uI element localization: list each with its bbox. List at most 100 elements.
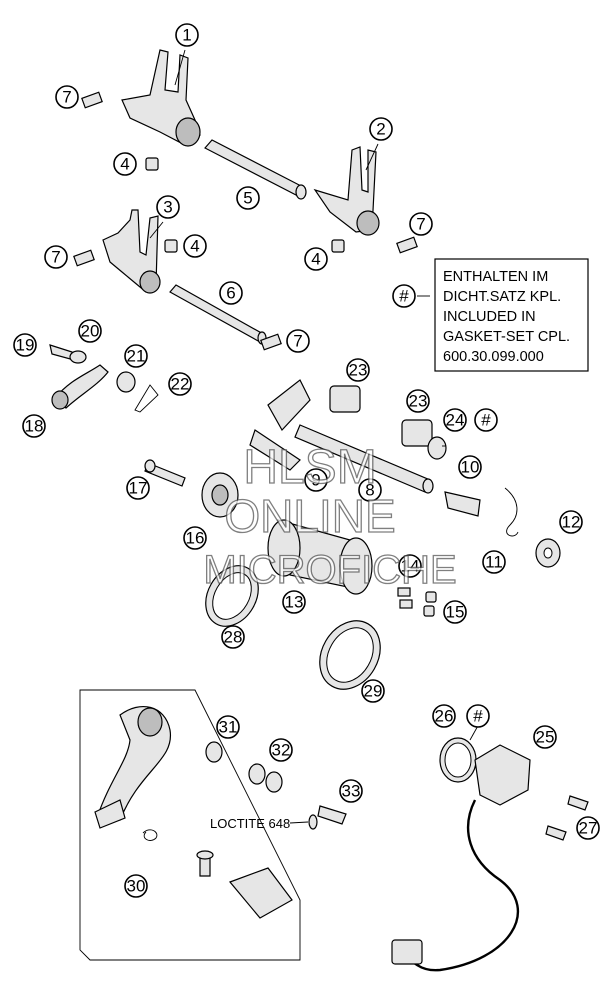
shift-lever-30-group xyxy=(79,689,301,961)
shift-rail-6 xyxy=(169,284,267,345)
callout-3: 3 xyxy=(156,195,180,219)
callout-33: 33 xyxy=(339,779,363,803)
callout-7: 7 xyxy=(409,212,433,236)
shift-drum-locating-16 xyxy=(201,472,239,518)
callout-27: 27 xyxy=(576,816,600,840)
callout-9: 9 xyxy=(304,468,328,492)
callout-8: 8 xyxy=(358,478,382,502)
seal-24 xyxy=(427,436,447,460)
callout-21: 21 xyxy=(124,344,148,368)
callout-31: 31 xyxy=(216,715,240,739)
callout-29: 29 xyxy=(361,679,385,703)
svg-text:27: 27 xyxy=(579,819,598,838)
bearing-29 xyxy=(319,620,381,690)
watermark-line-1: HLSM xyxy=(243,441,376,494)
callout-20: 20 xyxy=(78,319,102,343)
svg-text:6: 6 xyxy=(226,284,235,303)
note-line-4: GASKET-SET CPL. xyxy=(443,329,570,345)
svg-text:7: 7 xyxy=(51,248,60,267)
callout-7: 7 xyxy=(55,85,79,109)
callout-4: 4 xyxy=(113,152,137,176)
bearing-28 xyxy=(205,565,259,627)
callout-23: 23 xyxy=(406,389,430,413)
callout-1: 1 xyxy=(175,23,199,47)
svg-text:18: 18 xyxy=(25,417,44,436)
svg-text:3: 3 xyxy=(163,198,172,217)
svg-text:32: 32 xyxy=(272,741,291,760)
gear-position-sensor-25 xyxy=(391,737,589,972)
svg-text:26: 26 xyxy=(435,707,454,726)
svg-text:7: 7 xyxy=(62,88,71,107)
note-line-3: INCLUDED IN xyxy=(443,309,536,325)
svg-text:4: 4 xyxy=(311,250,320,269)
watermark: HLSM ONLINE MICROFICHE xyxy=(203,440,458,592)
svg-text:7: 7 xyxy=(416,215,425,234)
washer-31 xyxy=(205,741,223,763)
shift-fork-3 xyxy=(102,209,161,294)
svg-text:#: # xyxy=(399,287,409,306)
svg-text:19: 19 xyxy=(16,336,35,355)
callout-32: 32 xyxy=(269,738,293,762)
callout-4: 4 xyxy=(304,247,328,271)
svg-text:7: 7 xyxy=(293,332,302,351)
svg-text:31: 31 xyxy=(219,718,238,737)
callout-12: 12 xyxy=(559,510,583,534)
callout-6: 6 xyxy=(219,281,243,305)
clip-10 xyxy=(444,491,481,517)
svg-text:5: 5 xyxy=(243,189,252,208)
callout-17: 17 xyxy=(126,476,150,500)
svg-text:23: 23 xyxy=(349,361,368,380)
note-line-2: DICHT.SATZ KPL. xyxy=(443,289,561,305)
callout-28: 28 xyxy=(221,625,245,649)
note-line-1: ENTHALTEN IM xyxy=(443,269,548,285)
shift-fork-2 xyxy=(313,146,380,236)
svg-text:9: 9 xyxy=(311,471,320,490)
callout-15: 15 xyxy=(443,600,467,624)
svg-text:24: 24 xyxy=(446,411,465,430)
svg-text:17: 17 xyxy=(129,479,148,498)
callout-4: 4 xyxy=(183,234,207,258)
svg-text:28: 28 xyxy=(224,628,243,647)
svg-text:13: 13 xyxy=(285,593,304,612)
bolt-33 xyxy=(308,805,347,830)
shift-rail-5 xyxy=(204,139,307,200)
callout-7: 7 xyxy=(286,329,310,353)
svg-text:4: 4 xyxy=(190,237,199,256)
shift-drum-13 xyxy=(267,519,373,595)
spring-11 xyxy=(504,487,519,537)
svg-text:29: 29 xyxy=(364,682,383,701)
note-line-5: 600.30.099.000 xyxy=(443,349,544,365)
svg-text:11: 11 xyxy=(485,553,503,572)
callout-16: 16 xyxy=(183,526,207,550)
callout-2: 2 xyxy=(369,117,393,141)
callout-13: 13 xyxy=(282,590,306,614)
shift-fork-1 xyxy=(121,49,201,147)
spring-7 xyxy=(73,91,418,351)
callout-26: 26 xyxy=(432,704,456,728)
svg-text:12: 12 xyxy=(562,513,581,532)
svg-text:4: 4 xyxy=(120,155,129,174)
svg-text:33: 33 xyxy=(342,782,361,801)
svg-text:25: 25 xyxy=(536,728,555,747)
svg-text:8: 8 xyxy=(365,481,374,500)
svg-text:22: 22 xyxy=(171,375,190,394)
svg-text:14: 14 xyxy=(401,557,420,576)
callout-hash-26: # xyxy=(466,704,490,728)
svg-text:2: 2 xyxy=(376,120,385,139)
lever-assembly xyxy=(49,344,159,413)
callout-10: 10 xyxy=(458,455,482,479)
callout-hash-note: # xyxy=(392,284,416,308)
watermark-line-2: ONLINE xyxy=(224,490,395,542)
svg-text:23: 23 xyxy=(409,392,428,411)
loctite-label: LOCTITE 648 xyxy=(210,816,290,831)
bush-4 xyxy=(145,157,345,253)
callout-19: 19 xyxy=(13,333,37,357)
callout-hash-24: # xyxy=(474,408,498,432)
bolt-17 xyxy=(144,459,186,487)
svg-text:1: 1 xyxy=(182,26,191,45)
svg-text:#: # xyxy=(473,707,483,726)
gasket-set-note: ENTHALTEN IM DICHT.SATZ KPL. INCLUDED IN… xyxy=(434,258,589,372)
callout-25: 25 xyxy=(533,725,557,749)
svg-text:#: # xyxy=(481,411,491,430)
